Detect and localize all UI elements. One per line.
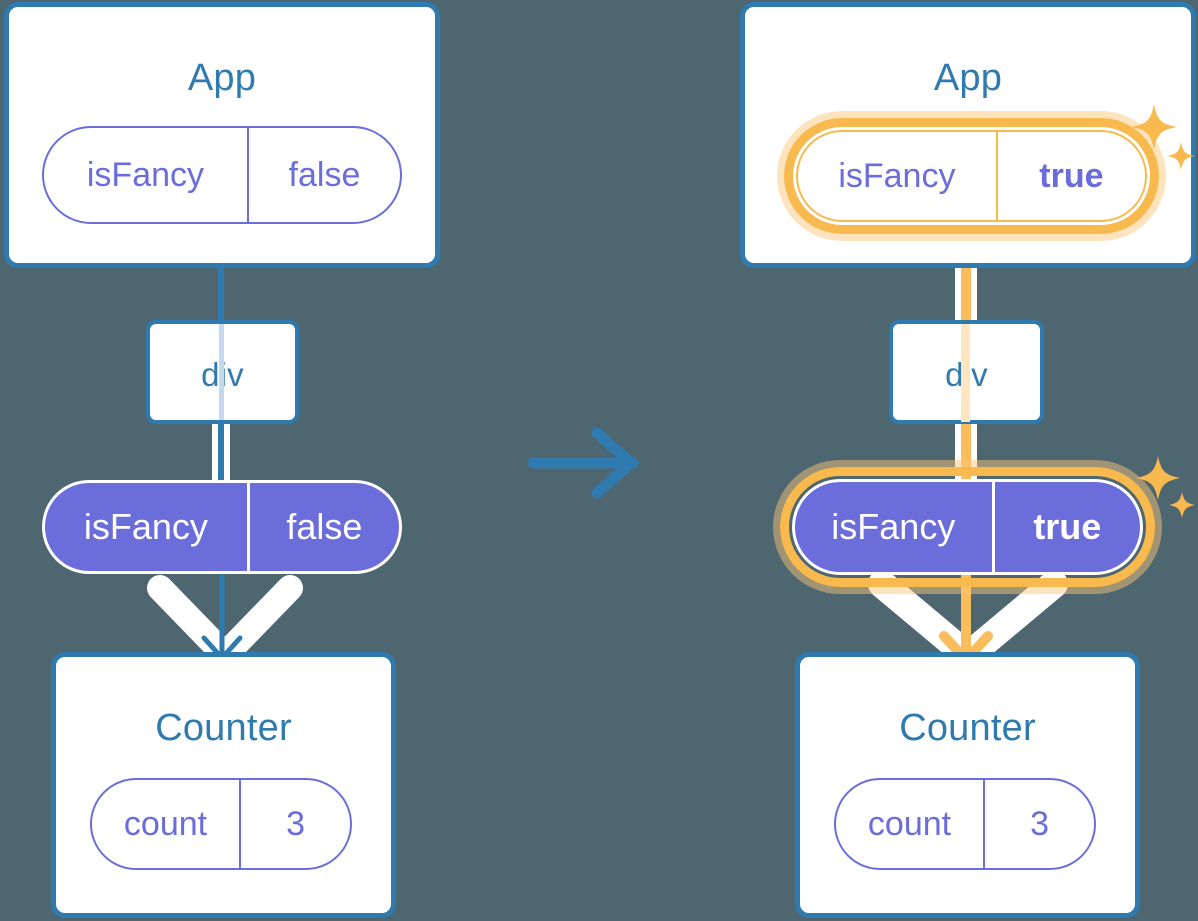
counter-title-right: Counter [899, 707, 1036, 749]
app-title-right: App [933, 57, 1003, 99]
app-state-key-right: isFancy [838, 157, 956, 195]
counter-state-value-left: 3 [239, 780, 350, 868]
prop-key-right: isFancy [831, 506, 956, 547]
app-state-pill-left: isFancy false [42, 126, 402, 224]
app-title-left: App [187, 57, 257, 99]
counter-state-value-right: 3 [983, 780, 1094, 868]
connector-div-to-prop-left [218, 422, 224, 488]
counter-state-key-right: count [867, 805, 952, 843]
app-state-highlight-ring-right [784, 118, 1159, 234]
connector-app-to-div-left [218, 266, 224, 324]
sparkle-group-app-right [1126, 98, 1198, 178]
counter-title-left: Counter [155, 707, 292, 749]
sparkle-group-prop-right [1132, 452, 1198, 526]
app-state-value-right: true [995, 132, 1145, 220]
sparkle-icon [1131, 104, 1177, 150]
app-state-key-left: isFancy [86, 156, 205, 194]
connector-div-to-prop-right [961, 420, 971, 492]
counter-state-pill-right: count 3 [834, 778, 1096, 870]
prop-pill-left: isFancy false [42, 480, 402, 574]
sparkle-icon [1136, 456, 1180, 500]
sparkle-icon [1167, 142, 1195, 170]
prop-pill-right: isFancy true [792, 479, 1143, 575]
counter-state-key-left: count [123, 805, 208, 843]
app-state-value-left: false [246, 128, 400, 222]
prop-value-right: true [991, 482, 1140, 572]
connector-app-to-div-right [961, 224, 971, 326]
app-state-pill-right: isFancy true [796, 130, 1147, 222]
sparkle-icon [1169, 492, 1195, 518]
transition-arrow [527, 425, 647, 501]
div-inner-line-right [961, 324, 970, 422]
counter-state-pill-left: count 3 [90, 778, 352, 870]
prop-value-left: false [246, 483, 399, 571]
div-inner-line-left [219, 324, 224, 420]
prop-key-left: isFancy [83, 506, 208, 547]
